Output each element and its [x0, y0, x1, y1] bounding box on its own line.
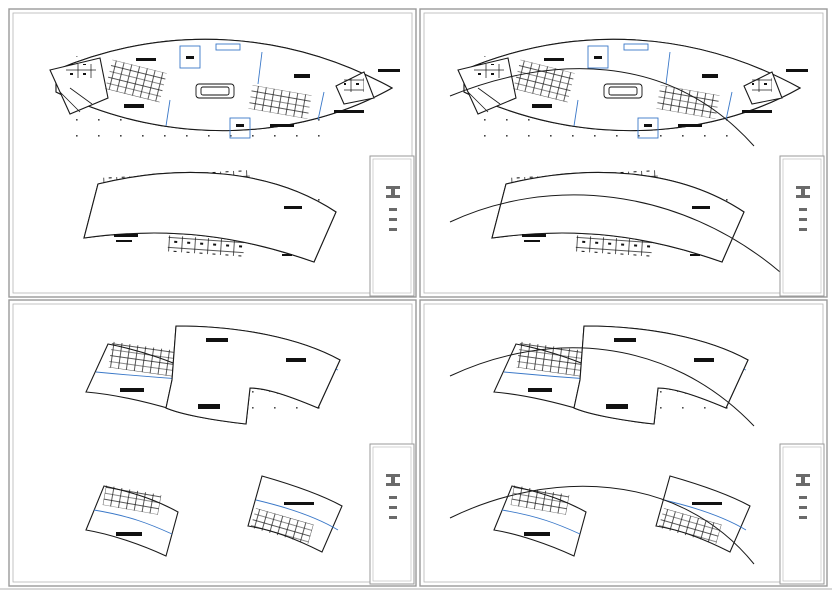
panel-top-left — [8, 8, 417, 298]
extension-arc — [449, 194, 781, 273]
extension-arc — [449, 347, 755, 427]
panel-top-right — [419, 8, 828, 298]
panel-bottom-left — [8, 299, 417, 587]
panel-bottom-right — [419, 299, 828, 587]
extension-arc — [449, 68, 755, 147]
extension-arc — [449, 485, 755, 565]
